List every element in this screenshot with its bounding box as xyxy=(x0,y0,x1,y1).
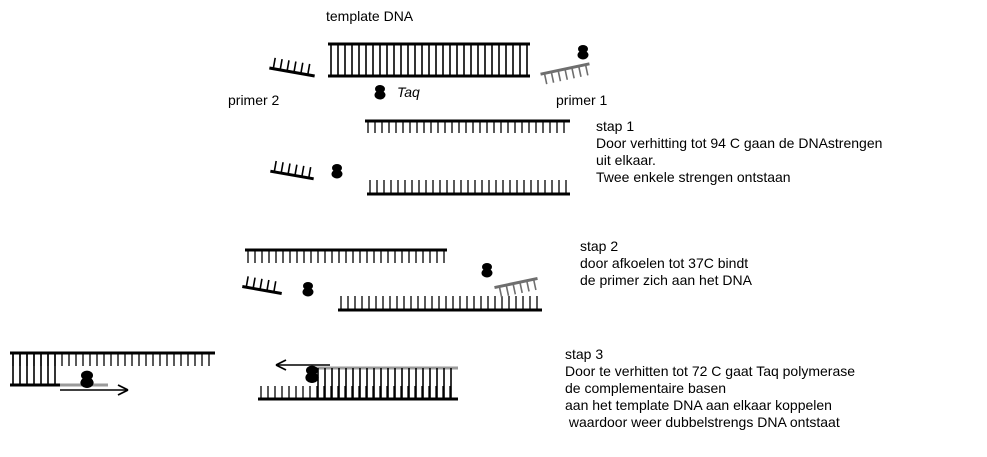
step2-taq-right xyxy=(481,263,493,278)
step3-arrow-left xyxy=(60,384,129,396)
step3-right-template xyxy=(258,386,458,401)
step-1-line-2: uit elkaar. xyxy=(596,152,656,168)
step-1-line-1: Door verhitting tot 94 C gaan de DNAstre… xyxy=(596,135,883,151)
taq-enzyme-top-right xyxy=(577,45,589,60)
step1-primer xyxy=(270,160,314,181)
step2-taq-left xyxy=(302,282,314,297)
step2-primer-right xyxy=(494,276,538,298)
step2-lower-strand xyxy=(338,296,542,312)
step3-taq-right xyxy=(305,365,319,383)
step3-taq-left xyxy=(80,370,94,388)
step-3-line-3: aan het template DNA aan elkaar koppelen xyxy=(565,397,832,413)
template-dna-label: template DNA xyxy=(326,8,414,24)
step-2-text: stap 2 door afkoelen tot 37C bindt de pr… xyxy=(580,238,752,289)
step-1-text: stap 1 Door verhitting tot 94 C gaan de … xyxy=(596,118,882,186)
template-dna-duplex xyxy=(328,42,530,78)
step-2-line-1: door afkoelen tot 37C bindt xyxy=(580,255,749,271)
primer-1-label: primer 1 xyxy=(556,92,608,108)
primer-1 xyxy=(540,62,590,85)
step1-lower-strand xyxy=(367,180,570,196)
step3-right-new-strand xyxy=(312,366,458,399)
primer-2-label: primer 2 xyxy=(228,92,280,108)
step-3-line-1: Door te verhitten tot 72 C gaat Taq poly… xyxy=(565,363,856,379)
step3-left-new-strand xyxy=(10,353,108,387)
taq-label: Taq xyxy=(397,84,420,100)
step1-upper-strand xyxy=(365,119,570,133)
taq-enzyme-top xyxy=(374,85,386,100)
step-1-line-3: Twee enkele strengen ontstaan xyxy=(596,169,791,185)
step-2-title: stap 2 xyxy=(580,238,619,254)
step2-primer-left xyxy=(242,276,282,295)
step-3-text: stap 3 Door te verhitten tot 72 C gaat T… xyxy=(565,346,855,431)
step-1-title: stap 1 xyxy=(596,118,635,134)
step1-taq xyxy=(331,164,343,179)
step-2-line-2: de primer zich aan het DNA xyxy=(580,272,752,288)
primer-2 xyxy=(269,57,315,78)
step2-upper-strand xyxy=(245,248,447,263)
step3-arrow-right xyxy=(275,359,330,371)
step-3-line-4: waardoor weer dubbelstrengs DNA ontstaat xyxy=(565,414,840,430)
step-3-line-2: de complementaire basen xyxy=(565,380,727,396)
step-3-title: stap 3 xyxy=(565,346,604,362)
